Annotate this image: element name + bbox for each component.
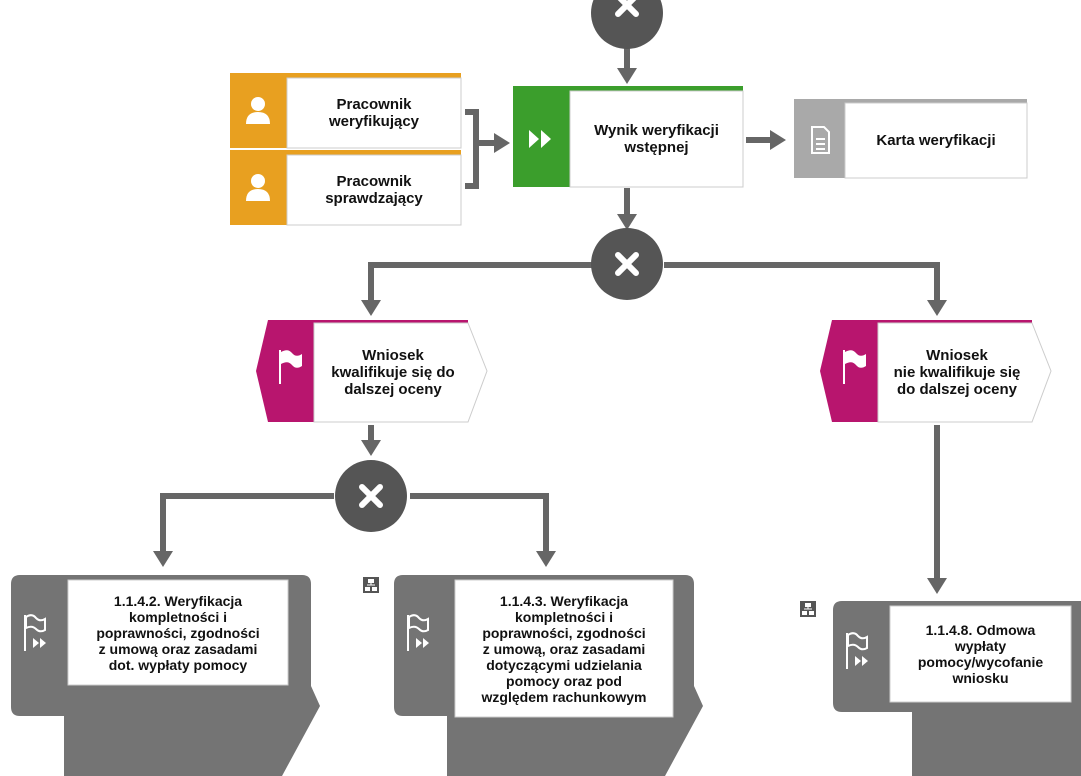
process-label-1-1-4-3: 1.1.4.3. Weryfikacja kompletności i popr… [481, 592, 647, 705]
arrowhead-to-function [494, 133, 510, 153]
process-label-1-1-4-8: 1.1.4.8. Odmowa wypłaty pomocy/wycofanie… [917, 622, 1044, 686]
process-interface-1-1-4-8[interactable] [833, 601, 1081, 776]
role-pracownik-weryfikujacy[interactable] [230, 73, 462, 149]
arrowhead-to-process-2 [536, 551, 556, 567]
role-label-sprawdzajacy: Pracownik sprawdzający [325, 173, 423, 207]
process-flag-icon [24, 614, 46, 651]
flag-icon [843, 350, 866, 384]
connector-gateway-to-process-1 [160, 493, 334, 555]
document-icon [811, 126, 830, 154]
event-label-nie-kwalifikuje: Wniosek nie kwalifikuje się do dalszej o… [893, 347, 1021, 398]
arrowhead-to-gateway-2 [361, 440, 381, 456]
connector-gateway-to-right-event [664, 262, 940, 304]
process-interface-1-1-4-3[interactable] [394, 575, 703, 776]
arrowhead-to-right-event [927, 300, 947, 316]
hierarchy-icon[interactable] [363, 577, 379, 593]
xor-gateway-middle[interactable] [591, 228, 663, 300]
role-label-weryfikujacy: Pracownik weryfikujący [328, 96, 420, 130]
event-label-kwalifikuje: Wniosek kwalifikuje się do dalszej oceny [331, 347, 455, 398]
x-icon [615, 252, 639, 276]
arrowheads [153, 68, 947, 594]
connector-roles-bracket [465, 109, 479, 189]
arrowhead-to-process-1 [153, 551, 173, 567]
event-nie-kwalifikuje-sie[interactable] [820, 320, 1052, 423]
process-flag-icon [846, 632, 868, 669]
flag-icon [279, 350, 302, 384]
xor-gateway-top[interactable] [591, 0, 663, 49]
document-label: Karta weryfikacji [876, 132, 996, 149]
person-icon [246, 174, 270, 201]
xor-gateway-lower[interactable] [335, 460, 407, 532]
arrowhead-top [617, 68, 637, 84]
function-label: Wynik weryfikacji wstępnej [594, 122, 719, 156]
arrowhead-to-document [770, 130, 786, 150]
arrowhead-to-process-3 [927, 578, 947, 594]
process-interface-1-1-4-2[interactable] [11, 575, 320, 776]
fast-forward-icon [529, 130, 551, 148]
process-flag-icon [407, 614, 429, 651]
arrowhead-to-left-event [361, 300, 381, 316]
x-icon [359, 484, 383, 508]
connector-gateway-to-left-event [368, 262, 592, 304]
function-wynik-weryfikacji[interactable] [513, 86, 744, 188]
event-kwalifikuje-sie[interactable] [256, 320, 488, 423]
arrowhead-to-gateway [617, 214, 637, 230]
document-karta-weryfikacji[interactable] [794, 99, 1028, 179]
person-icon [246, 97, 270, 124]
connectors [160, 38, 940, 582]
process-label-1-1-4-2: 1.1.4.2. Weryfikacja kompletności i popr… [96, 592, 260, 673]
role-pracownik-sprawdzajacy[interactable] [230, 150, 462, 226]
hierarchy-icon[interactable] [800, 601, 816, 617]
connector-gateway-to-process-2 [410, 493, 549, 555]
